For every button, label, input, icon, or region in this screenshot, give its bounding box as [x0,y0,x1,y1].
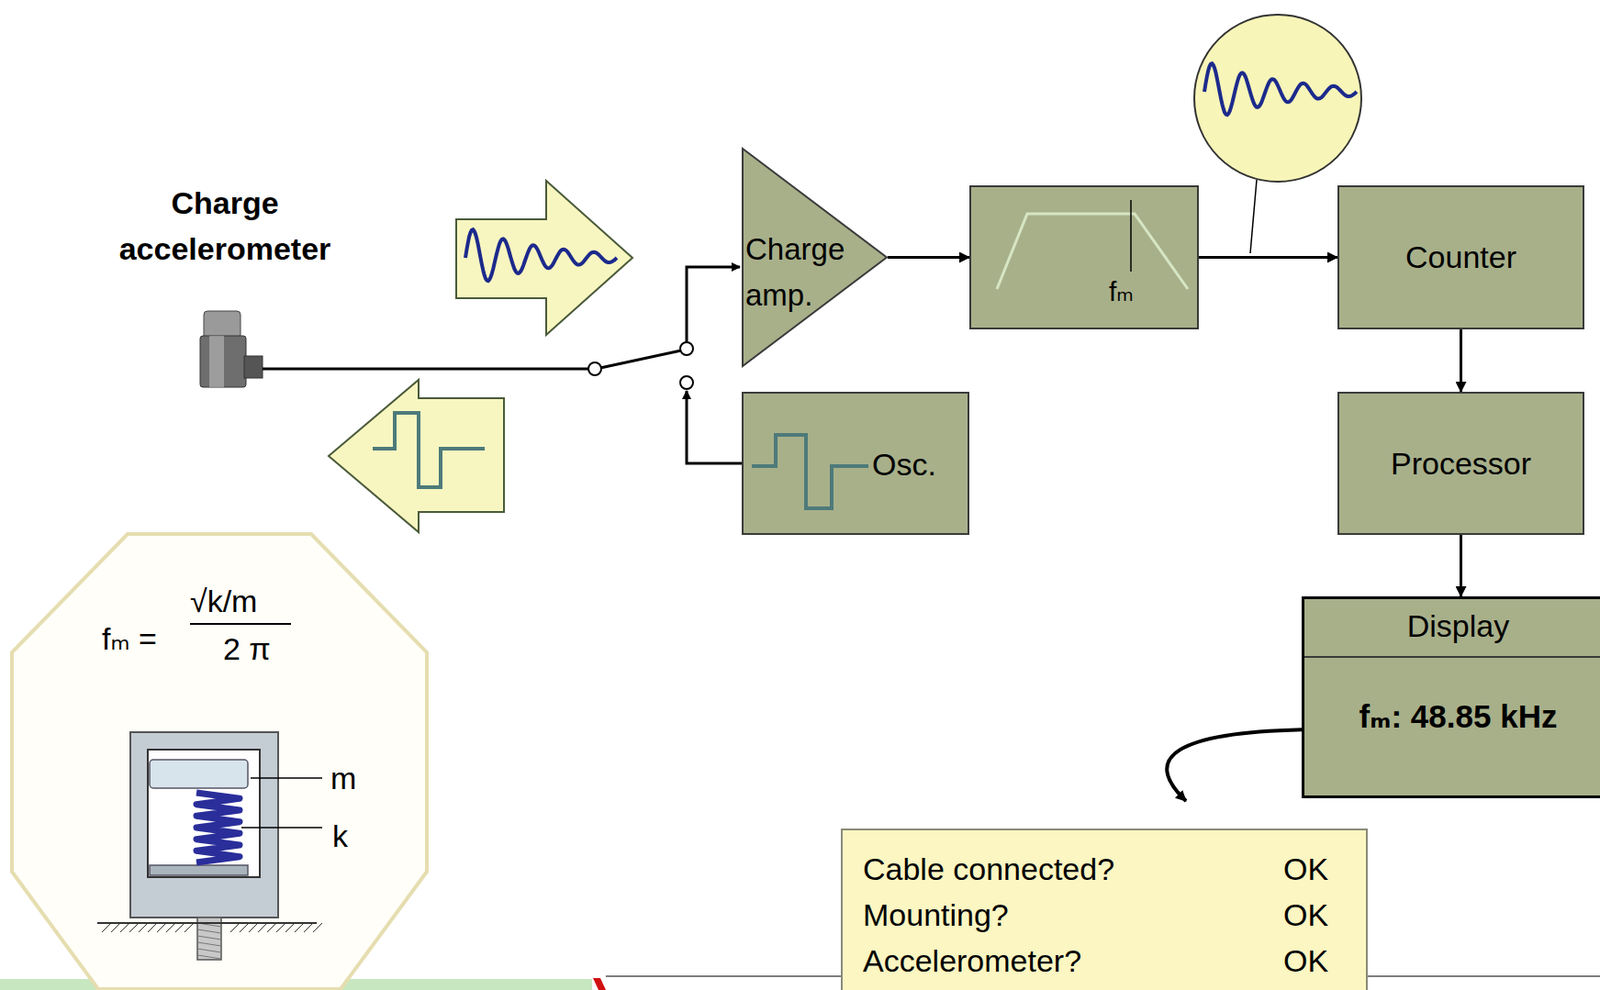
cutoff-marker [1130,200,1132,272]
base-plate [149,865,248,876]
zoom-circle [1194,14,1362,182]
filter-box: fₘ [969,185,1199,330]
display-value: fₘ: 48.85 kHz [1304,698,1600,736]
ground-hatch [294,923,304,933]
display-divider [1304,656,1600,659]
ground-hatch [138,923,148,933]
amplifier-triangle: Charge amp. [741,147,888,368]
part-label: k [332,818,348,855]
zoom-leader [1250,179,1257,254]
ground-line [97,922,317,925]
formula-lhs: fₘ = [101,620,157,658]
process-box: Processor [1337,391,1585,536]
filter-response [996,213,1188,290]
seismic-mass [149,760,248,789]
ground-hatch [285,923,295,933]
octagon-panel [11,534,427,990]
formula-numerator: √k/m [190,583,258,620]
connector-arrow [1459,329,1463,392]
box-label: Osc. [872,447,937,483]
ground-hatch [101,923,112,933]
filter-symbol [971,187,1198,328]
table-cell: Accelerometer? [862,942,1082,980]
ground-hatch [147,923,157,933]
stud-thread [197,955,222,960]
checklist-box: Cable connected? OK Mounting? OK Acceleromet… [840,828,1368,990]
stud-thread [197,929,222,934]
table-cell: Mounting? [862,896,1009,934]
response-arrow [456,180,633,336]
formula-denominator: 2 π [223,631,271,668]
decay-waveform [1204,63,1357,115]
accelerometer-icon [200,311,263,388]
connector-arrow [887,256,970,259]
sensor-title: Charge accelerometer [87,179,363,272]
cutoff-label: fₘ [1108,275,1134,308]
box-label: Processor [1339,393,1583,534]
ground-hatch [166,923,176,933]
footer-slash [593,978,606,990]
ground-hatch [129,923,139,933]
ground-hatch [111,923,121,933]
ground-hatch [156,923,167,933]
connector-arrow [1459,535,1463,597]
ground-hatch [267,923,277,933]
housing [130,732,279,918]
amplifier-label: Charge amp. [745,226,865,319]
ground-hatch [303,923,314,933]
osc-output-wire [686,391,742,464]
leader-line [250,777,323,780]
square-waveform [372,413,485,488]
ground-hatch [248,923,258,933]
stud-thread [197,942,222,947]
stud-thread [197,936,222,940]
spring-coil [196,793,240,863]
table-cell: Cable connected? [862,850,1115,888]
display-heading: Display [1304,608,1600,645]
amp-input-wire [686,267,740,343]
switch-lever [600,350,682,369]
table-cell: OK [1283,850,1329,888]
display-box: Display fₘ: 48.85 kHz [1301,596,1600,799]
process-box: Counter [1337,185,1585,330]
switch-contact [680,376,694,390]
ground-hatch [276,923,286,933]
oscillator-box: Osc. [741,391,970,536]
amplifier-triangle [742,148,887,367]
switch-contact [588,362,602,376]
table-cell: OK [1283,896,1329,934]
part-label: m [330,760,357,797]
ground-hatch [313,923,323,933]
excitation-arrow [328,380,504,533]
switch-contact [680,342,694,356]
ground-hatch [257,923,268,933]
housing-cavity [147,749,260,878]
leader-line [241,827,323,829]
ground-hatch [239,923,249,933]
ground-hatch [230,923,240,933]
connector-arrow [1198,256,1338,259]
table-cell: OK [1283,942,1329,980]
ground-hatch [175,923,185,933]
stud-thread [197,949,222,953]
formula-panel: fₘ = √k/m 2 π mk [10,532,429,990]
decay-waveform [465,229,617,281]
sensor-cable [262,368,590,371]
square-waveform [751,435,869,509]
connector-arrow [1166,729,1302,802]
ground-hatch [120,923,130,933]
ground-hatch [184,923,194,933]
box-label: Counter [1339,187,1583,328]
fraction-bar [190,623,291,626]
